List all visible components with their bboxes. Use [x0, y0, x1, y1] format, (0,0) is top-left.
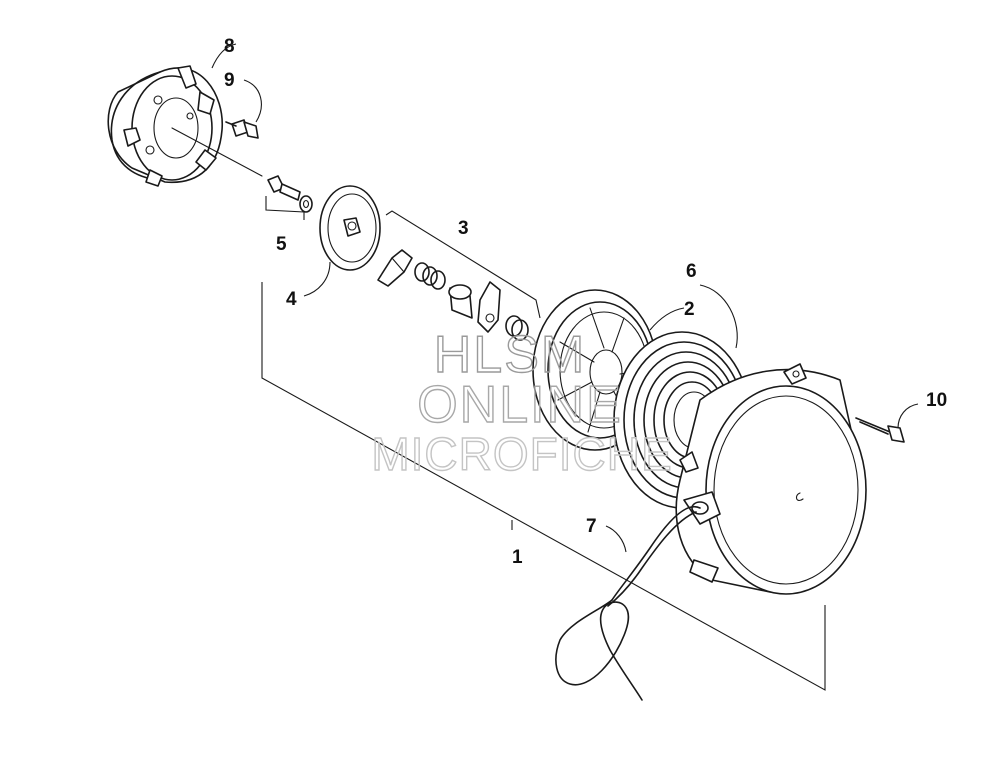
starter-housing — [675, 363, 867, 595]
watermark-line-2: ONLINE — [417, 376, 623, 434]
callout-7: 7 — [586, 516, 597, 537]
callout-9: 9 — [224, 70, 235, 91]
callout-1: 1 — [512, 547, 523, 568]
watermark-line-1: HLSM — [434, 326, 586, 384]
watermark-line-3: MICROFICHE — [371, 428, 672, 480]
callout-2: 2 — [684, 299, 695, 320]
callout-3: 3 — [458, 218, 469, 239]
starter-rope — [555, 505, 701, 701]
callout-10: 10 — [926, 390, 947, 411]
bolt-and-washer — [267, 175, 313, 213]
callout-6: 6 — [686, 261, 697, 282]
housing-bolt — [855, 417, 905, 443]
callout-4: 4 — [286, 289, 297, 310]
assembly-bracket — [261, 282, 826, 691]
callout-5: 5 — [276, 234, 287, 255]
watermark: HLSM ONLINE MICROFICHE — [371, 325, 673, 480]
pawl-kit — [377, 210, 541, 341]
cup-bolt — [225, 119, 259, 139]
starter-cup — [107, 65, 223, 187]
friction-plate — [319, 185, 381, 271]
